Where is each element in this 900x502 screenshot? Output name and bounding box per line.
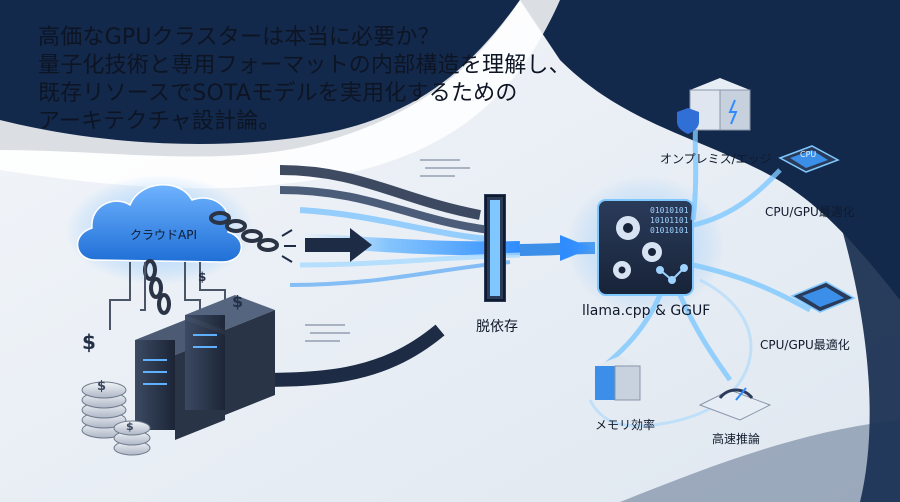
- dollar-sign-2: $: [232, 292, 244, 311]
- dark-swoosh-top: [0, 0, 520, 157]
- hub-bits-1: 01010101: [650, 206, 689, 215]
- speedometer: [698, 387, 772, 421]
- headline-line-1: 高価なGPUクラスターは本当に必要か？: [38, 25, 440, 50]
- cpu-chip-middle: [790, 281, 856, 313]
- dark-swoosh-right-lower: [820, 160, 900, 502]
- break-spark: [281, 229, 296, 263]
- chains: [143, 211, 279, 315]
- shield-icon: [677, 108, 699, 134]
- cloud-api: [65, 175, 255, 285]
- headline-line-3: 既存リソースでSOTAモデルを実用化するための: [38, 81, 518, 106]
- coin-dollar-1: $: [97, 379, 107, 394]
- dark-swoosh-right: [520, 0, 900, 300]
- gear-icon: [613, 216, 662, 279]
- bottom-shade: [620, 420, 900, 502]
- onprem-servers: [677, 78, 751, 134]
- dollar-sign-1: $: [82, 330, 96, 354]
- coin-dollar-2: $: [126, 420, 134, 433]
- onprem-edge-label: オンプレミス/エッジ: [660, 152, 772, 166]
- coin-stack: [81, 381, 151, 456]
- decoupling-label: 脱依存: [476, 319, 518, 335]
- cpu-gpu-optimization-label-1: CPU/GPU最適化: [765, 205, 855, 219]
- hub-card: [565, 175, 725, 315]
- cpu-gpu-optimization-label-2: CPU/GPU最適化: [760, 338, 850, 352]
- server-racks: [135, 295, 275, 440]
- hub-bits-2: 10101101: [650, 216, 689, 225]
- lightning-icon: [728, 99, 738, 125]
- headline-line-2: 量子化技術と専用フォーマットの内部構造を理解し、: [38, 53, 571, 78]
- decoupling-gate: [484, 194, 506, 302]
- dollar-sign-3: $: [198, 270, 207, 284]
- code-lines: [305, 159, 470, 342]
- cloud-api-label: クラウドAPI: [130, 228, 197, 242]
- memory-module: [595, 356, 641, 401]
- headline-line-4: アーキテクチャ設計論。: [38, 109, 281, 134]
- hub-bits-3: 01010101: [650, 226, 689, 235]
- cpu-chip-top: [778, 145, 840, 173]
- fast-inference-label: 高速推論: [712, 432, 761, 446]
- hub-label: llama.cpp & GGUF: [582, 303, 711, 319]
- memory-efficiency-label: メモリ効率: [595, 418, 656, 432]
- light-ribbon: [0, 0, 560, 189]
- chip-label: CPU: [800, 150, 817, 159]
